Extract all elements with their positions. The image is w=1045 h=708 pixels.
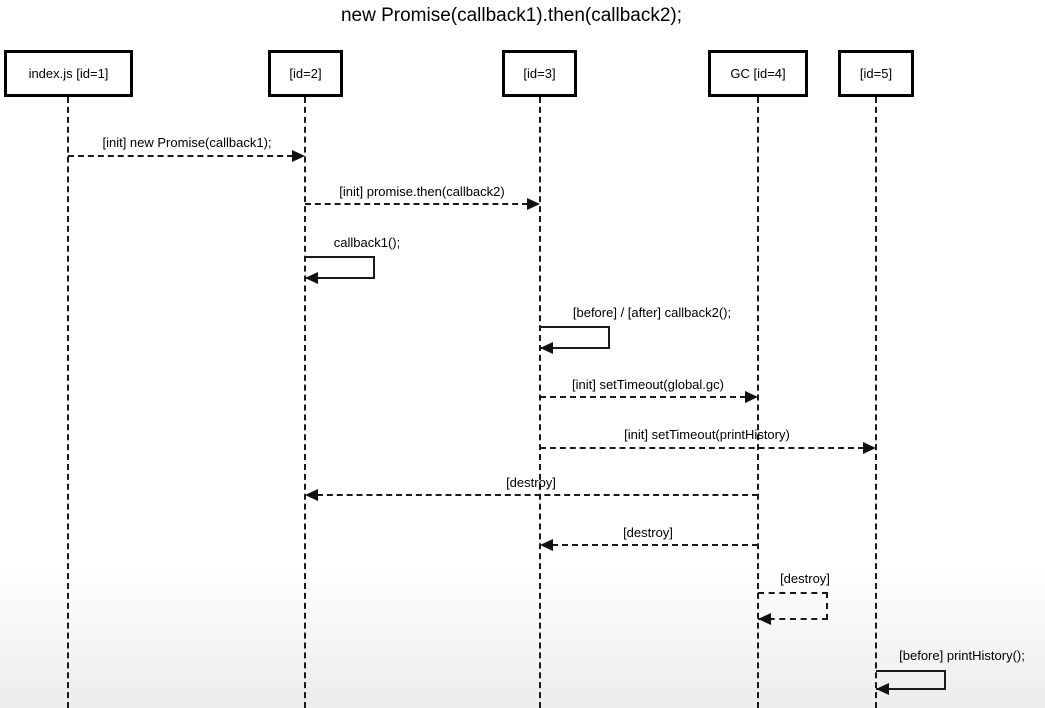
arrowhead-icon	[527, 198, 540, 210]
actor-box: [id=5]	[838, 50, 914, 97]
message-line	[540, 447, 864, 449]
lifeline	[304, 97, 306, 708]
arrowhead-icon	[745, 391, 758, 403]
lifeline	[875, 97, 877, 708]
message-line	[317, 494, 758, 496]
arrowhead-icon	[305, 489, 318, 501]
actor-box: [id=3]	[502, 50, 577, 97]
message-label: callback1();	[333, 235, 401, 250]
self-message-loop	[758, 592, 828, 620]
message-label: [init] promise.then(callback2)	[339, 184, 505, 199]
lifeline	[67, 97, 69, 708]
actor-box: index.js [id=1]	[4, 50, 133, 97]
arrowhead-icon	[863, 442, 876, 454]
actor-box: [id=2]	[268, 50, 343, 97]
arrowhead-icon	[540, 342, 553, 354]
message-line	[68, 155, 293, 157]
self-message-loop	[540, 326, 610, 349]
message-label: [init] new Promise(callback1);	[102, 135, 272, 150]
arrowhead-icon	[876, 683, 889, 695]
message-label: [destroy]	[506, 475, 556, 490]
message-label: [destroy]	[623, 525, 673, 540]
lifeline	[539, 97, 541, 708]
message-label: [init] setTimeout(printHistory)	[624, 427, 790, 442]
message-label: [destroy]	[780, 571, 830, 586]
arrowhead-icon	[305, 272, 318, 284]
message-line	[305, 203, 528, 205]
arrowhead-icon	[758, 613, 771, 625]
self-message-loop	[305, 256, 375, 279]
diagram-title: new Promise(callback1).then(callback2);	[340, 5, 683, 26]
message-line	[552, 544, 758, 546]
message-label: [before] printHistory();	[899, 648, 1025, 663]
self-message-loop	[876, 670, 946, 690]
message-label: [init] setTimeout(global.gc)	[572, 377, 724, 392]
arrowhead-icon	[292, 150, 305, 162]
lifeline	[757, 97, 759, 708]
message-label: [before] / [after] callback2();	[572, 305, 732, 320]
arrowhead-icon	[540, 539, 553, 551]
message-line	[540, 396, 746, 398]
actor-box: GC [id=4]	[708, 50, 808, 97]
